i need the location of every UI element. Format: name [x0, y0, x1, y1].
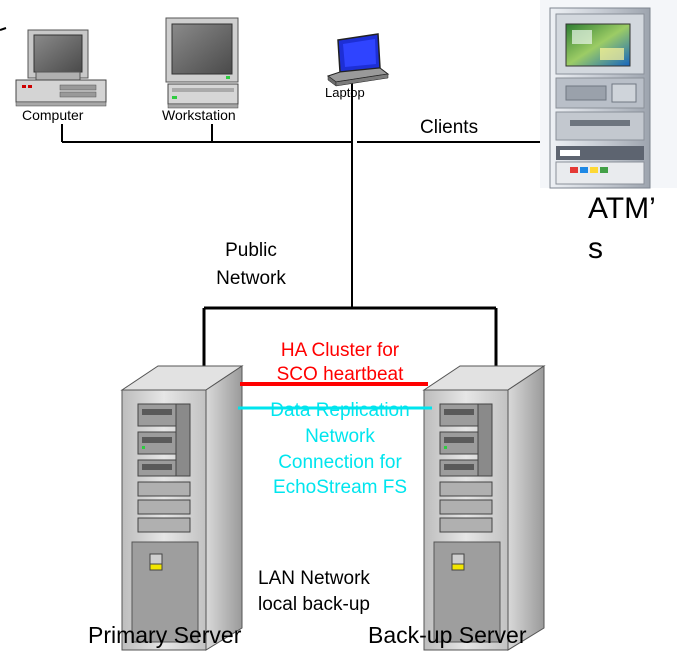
ha-cluster-label-line2: SCO heartbeat [276, 364, 404, 385]
replication-label-line2: Network [305, 426, 375, 447]
laptop-label: Laptop [325, 85, 365, 100]
computer-icon [15, 29, 107, 107]
atm-icon [540, 0, 677, 189]
replication-label-line4: EchoStream FS [272, 477, 408, 498]
ha-cluster-label-line1: HA Cluster for [280, 340, 400, 361]
network-lines [61, 74, 548, 368]
lan-label-line2: local back-up [258, 594, 370, 615]
replication-label-line3: Connection for [278, 452, 402, 473]
clients-label: Clients [420, 117, 479, 138]
public-network-label-line2: Network [216, 268, 286, 289]
workstation-label: Workstation [162, 107, 236, 123]
atm-label-line2: s [588, 232, 603, 265]
workstation-icon [165, 17, 239, 109]
atm-label-line1: ATM’ [588, 192, 656, 225]
primary-server-label: Primary Server [88, 622, 242, 648]
replication-label-line1: Data Replication [270, 400, 410, 421]
public-network-label-line1: Public [225, 240, 277, 261]
computer-label: Computer [22, 107, 84, 123]
server-icon [422, 365, 546, 651]
backup-server-label: Back-up Server [368, 622, 527, 648]
corner-mark [0, 27, 7, 31]
laptop-icon [326, 33, 390, 87]
server-icon [120, 365, 244, 651]
lan-label-line1: LAN Network [258, 568, 370, 589]
